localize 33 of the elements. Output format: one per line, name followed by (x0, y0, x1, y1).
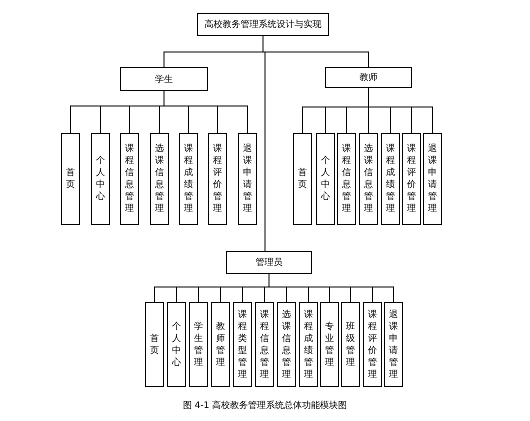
function-box: 课程信息管理 (120, 133, 139, 225)
function-box: 选课信息管理 (359, 133, 378, 225)
function-box: 退课申请管理 (423, 133, 442, 225)
function-box: 课程评价管理 (363, 302, 382, 387)
function-box: 课程信息管理 (255, 302, 274, 387)
function-box: 首页 (293, 133, 312, 225)
function-box: 学生管理 (189, 302, 208, 387)
function-box: 个人中心 (167, 302, 186, 387)
function-box: 班级管理 (341, 302, 360, 387)
function-box: 课程类型管理 (233, 302, 252, 387)
function-box: 教师管理 (211, 302, 230, 387)
function-box: 个人中心 (91, 133, 110, 225)
function-box: 课程信息管理 (337, 133, 356, 225)
function-box: 课程评价管理 (208, 133, 227, 225)
function-box: 专业管理 (320, 302, 339, 387)
function-box: 个人中心 (316, 133, 335, 225)
function-box: 课程成绩管理 (381, 133, 400, 225)
module-box: 高校教务管理系统设计与实现 (197, 13, 329, 36)
function-box: 首页 (145, 302, 164, 387)
module-box: 管理员 (226, 251, 312, 274)
function-box: 选课信息管理 (150, 133, 169, 225)
function-box: 课程评价管理 (402, 133, 421, 225)
module-box: 教师 (325, 67, 412, 88)
function-box: 课程成绩管理 (299, 302, 318, 387)
function-box: 课程成绩管理 (179, 133, 198, 225)
connector-line (164, 90, 248, 134)
function-box: 选课信息管理 (277, 302, 296, 387)
function-box: 退课申请管理 (238, 133, 257, 225)
figure-caption: 图 4-1 高校教务管理系统总体功能模块图 (182, 400, 348, 412)
function-box: 首页 (61, 133, 80, 225)
connector-line (268, 274, 394, 302)
module-box: 学生 (120, 67, 208, 91)
function-box: 退课申请管理 (384, 302, 403, 387)
